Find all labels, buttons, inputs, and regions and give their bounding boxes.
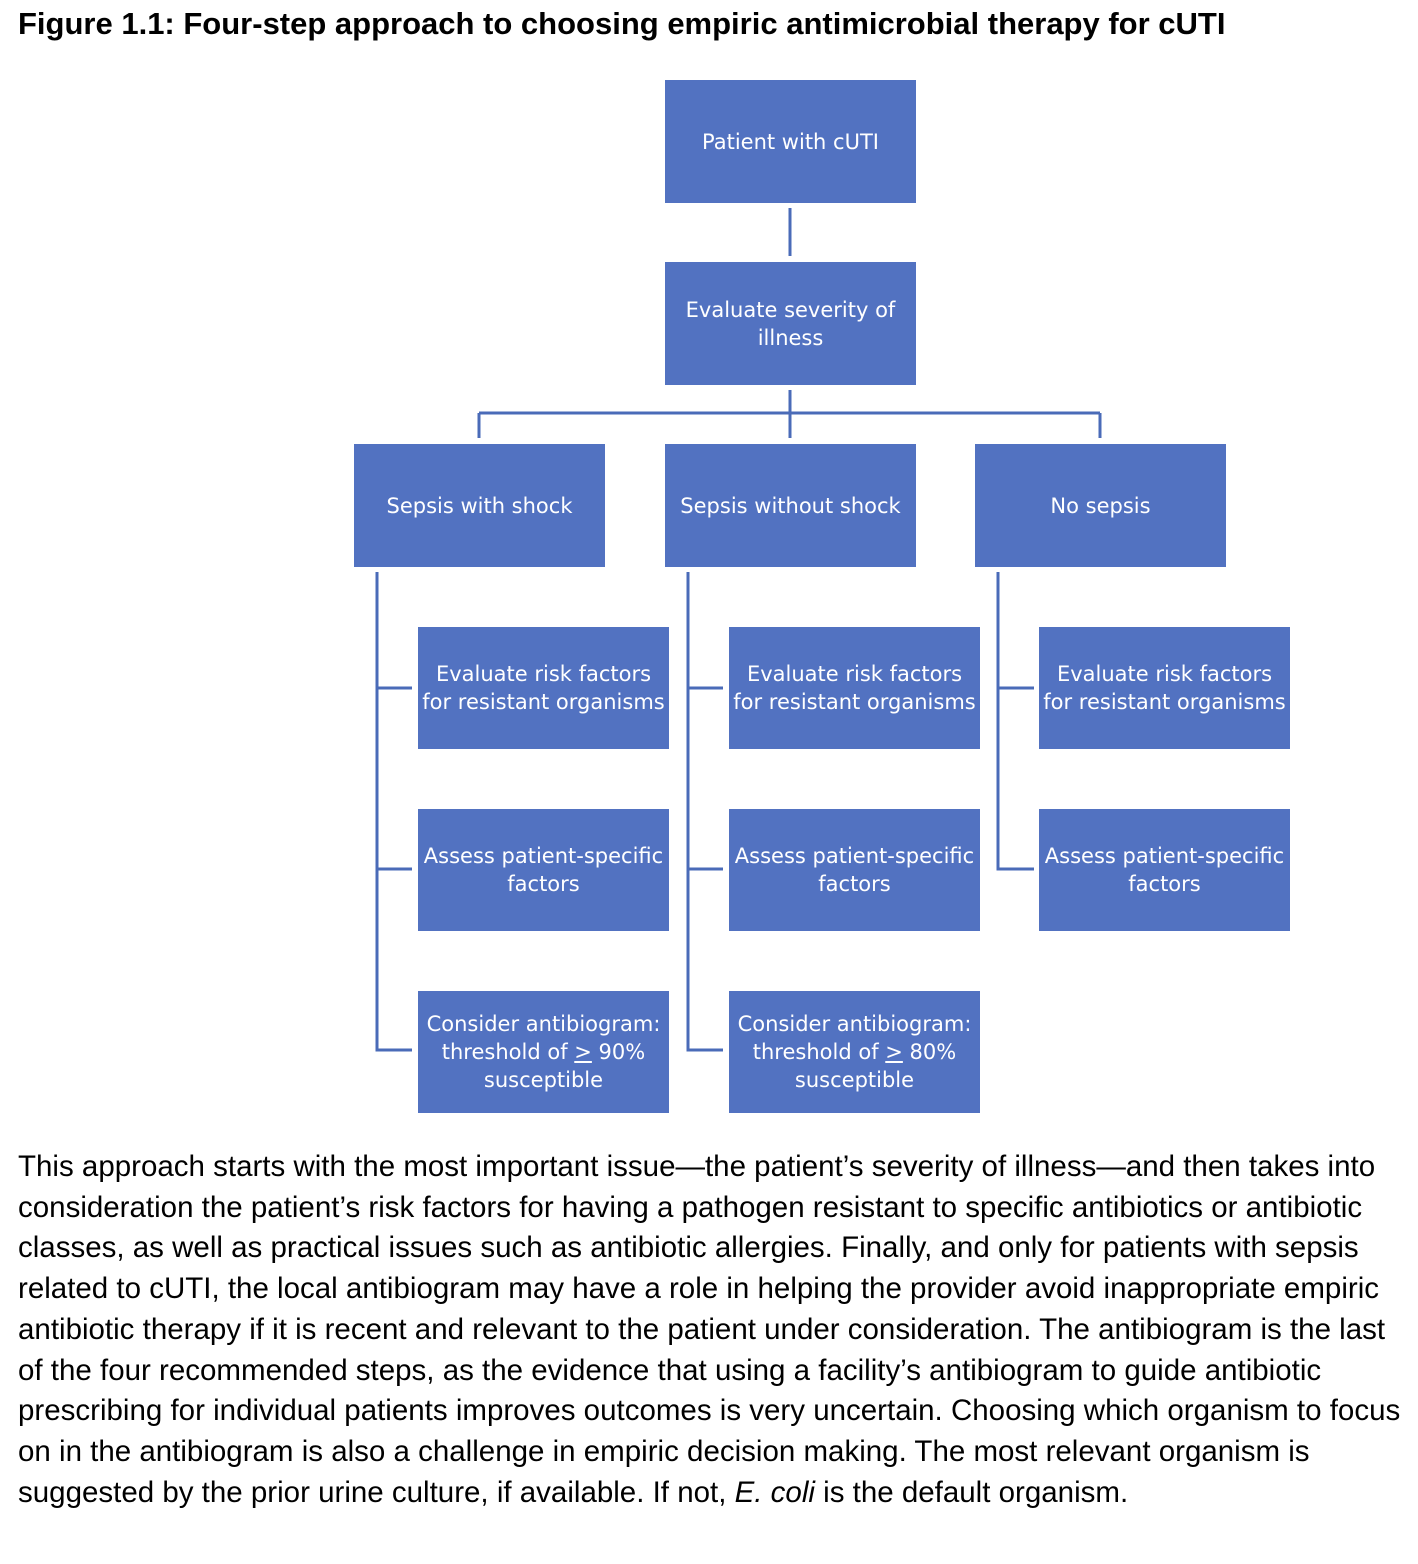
body-paragraph: This approach starts with the most impor… (18, 1147, 1403, 1513)
sepsis-with-shock-box: Sepsis with shock (354, 444, 605, 567)
body-text-organism: E. coli (734, 1475, 815, 1509)
connector-branch-1-spine (375, 572, 412, 1052)
b1-antibiogram-box: Consider antibiogram: threshold of > 90%… (418, 991, 669, 1113)
b2-risk-factors-box: Evaluate risk factors for resistant orga… (729, 627, 980, 749)
flowchart-connectors (375, 208, 1102, 1052)
b1-threshold-line: threshold of > 90% (441, 1040, 646, 1064)
connector-branch-3-spine (996, 572, 1034, 871)
b1-patient-specific-box: Assess patient-specific factors (418, 809, 669, 931)
b3-patient-specific-box: Assess patient-specific factors (1039, 809, 1290, 931)
no-sepsis-box: No sepsis (975, 444, 1226, 567)
b1-risk-factors-box: Evaluate risk factors for resistant orga… (418, 627, 669, 749)
body-text-part2: is the default organism. (814, 1475, 1129, 1509)
b2-antibiogram-text: Consider antibiogram: threshold of > 80%… (737, 1012, 972, 1092)
evaluate-severity-box: Evaluate severity of illness (665, 262, 916, 385)
b2-antibiogram-box: Consider antibiogram: threshold of > 80%… (729, 991, 980, 1113)
greater-equal-symbol: > (574, 1040, 592, 1064)
b2-patient-specific-box: Assess patient-specific factors (729, 809, 980, 931)
b2-threshold-line: threshold of > 80% (752, 1040, 957, 1064)
body-text-part1: This approach starts with the most impor… (18, 1150, 1401, 1509)
patient-with-cuti-box: Patient with cUTI (665, 80, 916, 203)
b3-risk-factors-box: Evaluate risk factors for resistant orga… (1039, 627, 1290, 749)
connector-branch-2-spine (686, 572, 723, 1052)
b1-antibiogram-text: Consider antibiogram: threshold of > 90%… (426, 1012, 661, 1092)
greater-equal-symbol: > (885, 1040, 903, 1064)
sepsis-without-shock-box: Sepsis without shock (665, 444, 916, 567)
figure-title: Figure 1.1: Four-step approach to choosi… (18, 6, 1226, 41)
